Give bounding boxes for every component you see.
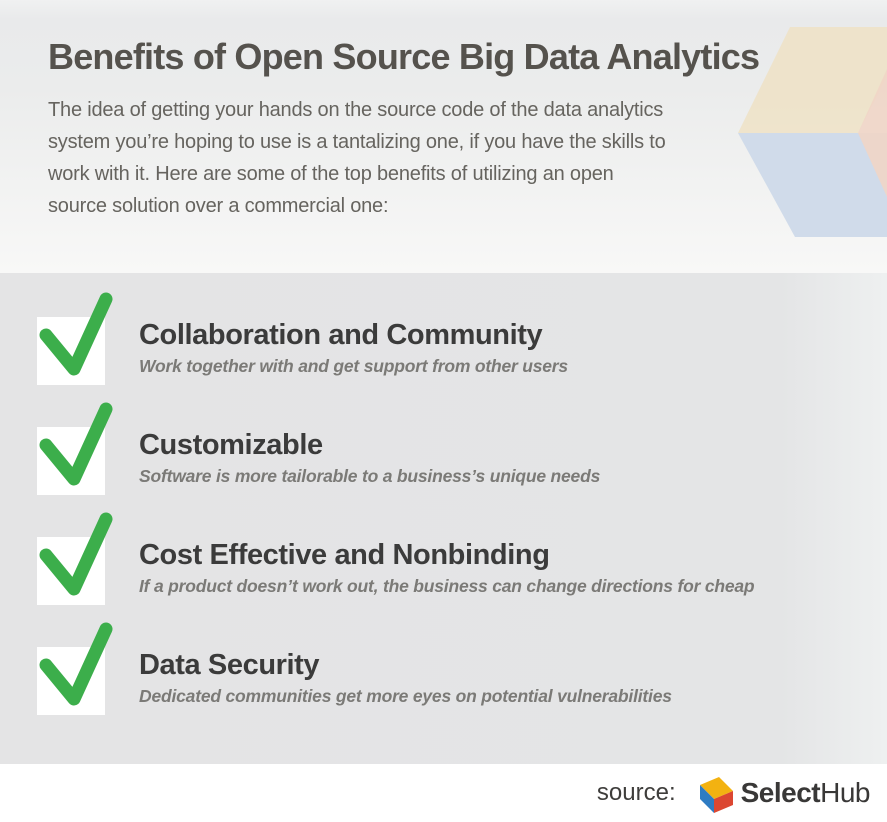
brand-name-light: Hub	[820, 777, 870, 808]
benefit-text: Data Security Dedicated communities get …	[139, 647, 672, 708]
benefit-item-cost-effective: Cost Effective and Nonbinding If a produ…	[37, 512, 887, 605]
intro-line: The idea of getting your hands on the so…	[48, 99, 664, 121]
checkmark-icon	[39, 622, 113, 706]
brand-logo: SelectHub	[699, 774, 871, 813]
intro-line: source solution over a commercial one:	[48, 195, 389, 217]
benefit-item-data-security: Data Security Dedicated communities get …	[37, 622, 887, 715]
benefit-subtitle: If a product doesn’t work out, the busin…	[139, 576, 755, 596]
checkmark-icon	[39, 292, 113, 376]
benefit-text: Customizable Software is more tailorable…	[139, 427, 600, 488]
checkmark-icon	[39, 402, 113, 486]
benefit-subtitle: Work together with and get support from …	[139, 356, 568, 376]
benefit-title: Collaboration and Community	[139, 319, 543, 351]
benefit-item-collaboration: Collaboration and Community Work togethe…	[37, 292, 887, 385]
checkmark-icon	[39, 512, 113, 596]
benefit-subtitle: Software is more tailorable to a busines…	[139, 466, 601, 486]
benefit-subtitle: Dedicated communities get more eyes on p…	[139, 686, 672, 706]
header-section: Benefits of Open Source Big Data Analyti…	[0, 0, 887, 273]
page-title: Benefits of Open Source Big Data Analyti…	[48, 36, 760, 77]
intro-line: work with it. Here are some of the top b…	[48, 163, 614, 185]
benefit-title: Cost Effective and Nonbinding	[139, 539, 550, 571]
checkbox	[37, 292, 113, 385]
intro-paragraph: The idea of getting your hands on the so…	[48, 94, 839, 222]
brand-name-bold: Select	[740, 777, 821, 808]
source-label: source:	[596, 779, 676, 806]
checkbox	[37, 512, 113, 605]
benefit-item-customizable: Customizable Software is more tailorable…	[37, 402, 887, 495]
benefit-title: Data Security	[139, 649, 320, 681]
benefit-text: Collaboration and Community Work togethe…	[139, 317, 568, 378]
intro-line: system you’re hoping to use is a tantali…	[48, 131, 666, 153]
brand-name: SelectHub	[740, 777, 871, 809]
footer-section: source: SelectHub	[0, 764, 887, 822]
selecthub-cube-icon	[699, 776, 733, 813]
benefits-list: Collaboration and Community Work togethe…	[0, 273, 887, 764]
benefit-title: Customizable	[139, 429, 323, 461]
checkbox	[37, 402, 113, 495]
benefit-text: Cost Effective and Nonbinding If a produ…	[139, 537, 755, 598]
checkbox	[37, 622, 113, 715]
